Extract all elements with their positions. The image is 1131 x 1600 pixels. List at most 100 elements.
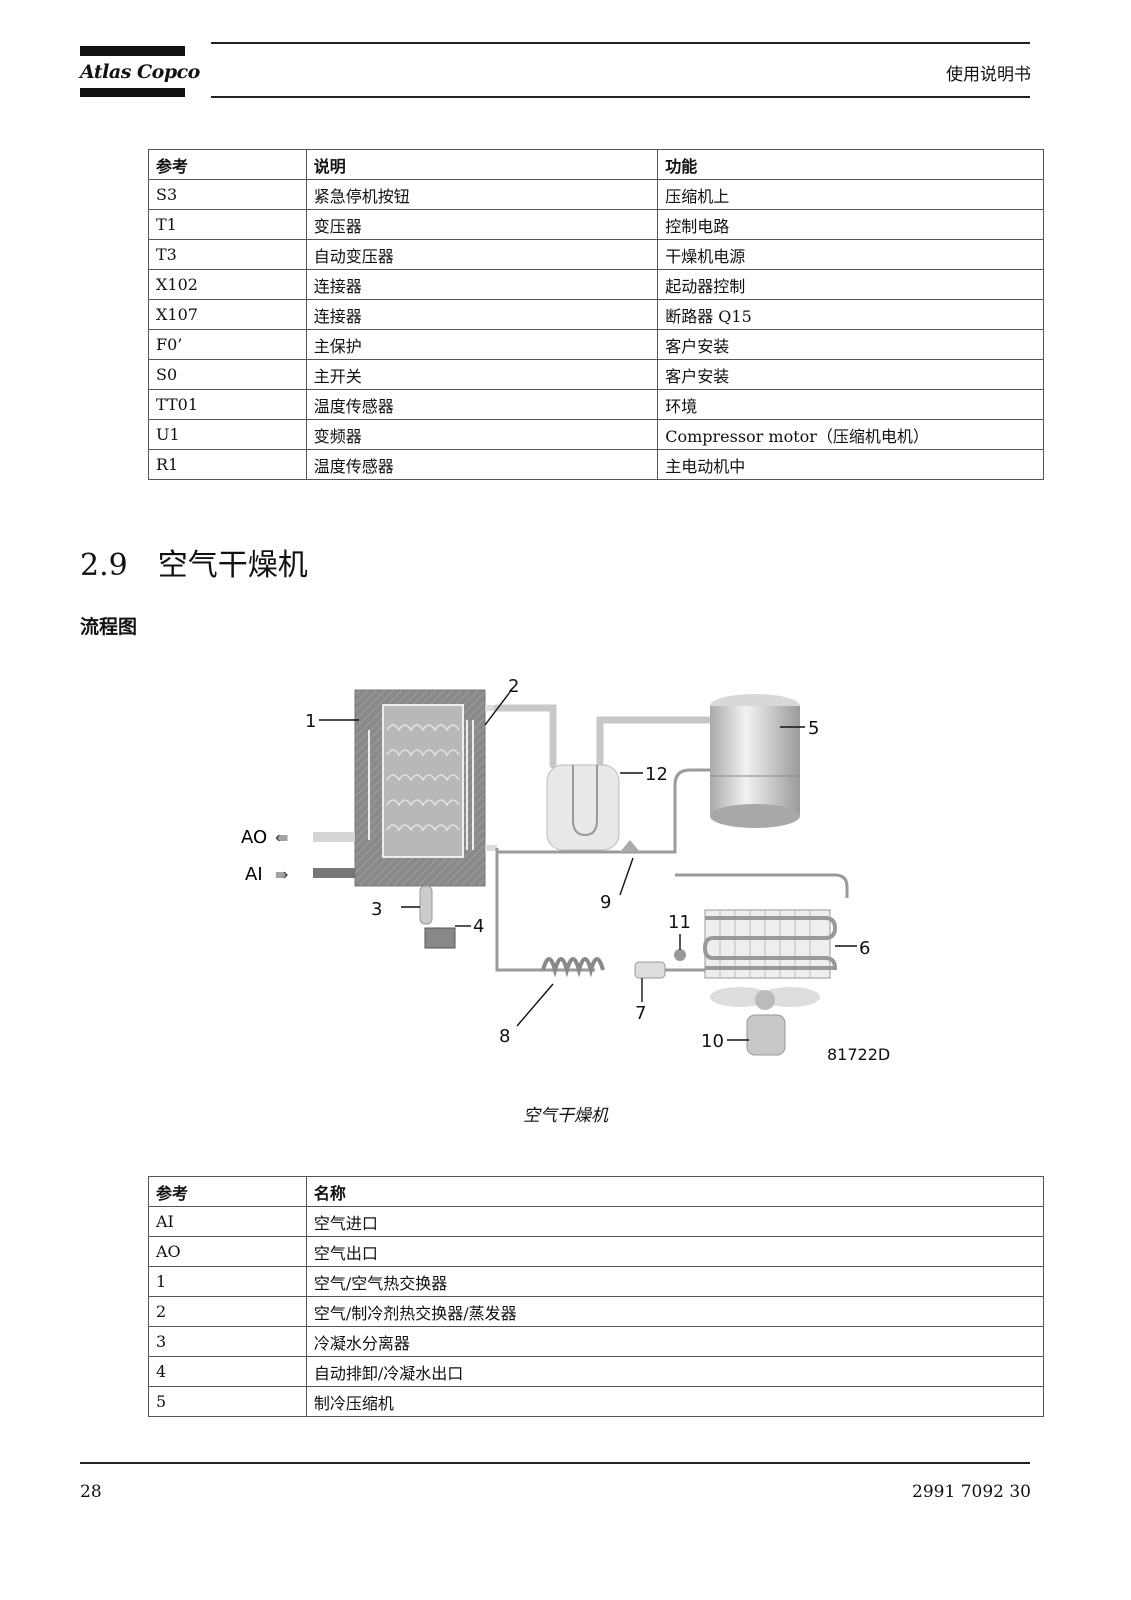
cell-function: 起动器控制 <box>657 269 1044 300</box>
cell-description: 紧急停机按钮 <box>305 179 659 210</box>
header-rule-bottom <box>211 96 1030 98</box>
label-12: 12 <box>645 764 668 785</box>
cell-ref: AO <box>148 1236 307 1267</box>
cell-description: 变压器 <box>305 209 659 240</box>
leader-lines <box>319 691 857 1041</box>
cell-ref: U1 <box>148 419 307 450</box>
table-row: F0’主保护客户安装 <box>148 329 1044 360</box>
cell-ref: R1 <box>148 449 307 480</box>
cell-name: 自动排卸/冷凝水出口 <box>305 1356 1045 1387</box>
cell-function: 客户安装 <box>657 359 1044 390</box>
capillary-tube-coil <box>541 957 605 978</box>
subheading-flowchart: 流程图 <box>80 616 138 638</box>
cell-description: 温度传感器 <box>305 449 659 480</box>
col-header-description: 说明 <box>305 149 659 180</box>
cell-description: 温度传感器 <box>305 389 659 420</box>
cell-ref: F0’ <box>148 329 307 360</box>
cell-description: 变频器 <box>305 419 659 450</box>
cell-description: 主保护 <box>305 329 659 360</box>
cell-description: 连接器 <box>305 299 659 330</box>
label-6: 6 <box>859 938 870 959</box>
figure-caption: 空气干燥机 <box>523 1106 608 1126</box>
cell-function: Compressor motor（压缩机电机） <box>657 419 1044 450</box>
arrow-ai-icon: ⇛ <box>275 865 288 884</box>
brand-name: Atlas Copco <box>80 61 200 83</box>
document-number: 2991 7092 30 <box>912 1482 1031 1502</box>
cell-ref: 2 <box>148 1296 307 1327</box>
fan-motor <box>746 1014 786 1056</box>
figure-code: 81722D <box>827 1045 890 1064</box>
section-number: 2.9 <box>80 548 128 583</box>
cell-ref: T3 <box>148 239 307 270</box>
label-11: 11 <box>668 912 691 933</box>
cell-description: 自动变压器 <box>305 239 659 270</box>
logo-bar-bottom <box>80 88 185 97</box>
label-5: 5 <box>808 718 819 739</box>
header-rule-top <box>211 42 1030 44</box>
label-8: 8 <box>499 1026 510 1047</box>
auto-drain <box>424 927 456 949</box>
arrow-ao-icon: ⇚ <box>275 828 288 847</box>
refrigerant-compressor <box>710 694 800 828</box>
cell-function: 环境 <box>657 389 1044 420</box>
label-9: 9 <box>600 892 611 913</box>
cell-ref: S3 <box>148 179 307 210</box>
cell-ref: AI <box>148 1206 307 1237</box>
table-header-row: 参考 说明 功能 <box>148 149 1044 180</box>
label-7: 7 <box>635 1003 646 1024</box>
table-header-row: 参考 名称 <box>148 1176 1045 1207</box>
cell-function: 干燥机电源 <box>657 239 1044 270</box>
condenser <box>702 909 838 979</box>
air-dryer-flow-diagram: AO ⇚ AI ⇛ <box>241 676 890 1064</box>
cell-ref: T1 <box>148 209 307 240</box>
cell-function: 客户安装 <box>657 329 1044 360</box>
section-title: 空气干燥机 <box>157 548 308 583</box>
cell-ref: TT01 <box>148 389 307 420</box>
cell-ref: S0 <box>148 359 307 390</box>
separator-vessel <box>546 764 620 851</box>
cell-description: 连接器 <box>305 269 659 300</box>
cell-name: 制冷压缩机 <box>305 1386 1045 1417</box>
cell-ref: 3 <box>148 1326 307 1357</box>
cell-name: 空气/制冷剂热交换器/蒸发器 <box>305 1296 1045 1327</box>
label-10: 10 <box>701 1031 724 1052</box>
col-header-ref: 参考 <box>148 149 307 180</box>
label-2: 2 <box>508 676 519 697</box>
cell-function: 控制电路 <box>657 209 1044 240</box>
cell-ref: X102 <box>148 269 307 300</box>
air-outlet-pipe <box>313 832 355 842</box>
cell-name: 空气/空气热交换器 <box>305 1266 1045 1297</box>
heat-exchanger <box>354 689 497 887</box>
page-number: 28 <box>80 1482 102 1502</box>
footer-rule <box>80 1462 1030 1464</box>
filter-drier <box>634 961 666 979</box>
col-header-name: 名称 <box>305 1176 1045 1207</box>
label-3: 3 <box>371 899 382 920</box>
logo-bar-top <box>80 46 185 56</box>
label-4: 4 <box>473 916 484 937</box>
cell-ref: 5 <box>148 1386 307 1417</box>
label-ai: AI <box>245 864 263 885</box>
section-heading: 2.9 空气干燥机 <box>80 540 308 584</box>
cell-name: 空气进口 <box>305 1206 1045 1237</box>
col-header-ref: 参考 <box>148 1176 307 1207</box>
pressure-switch <box>674 949 686 961</box>
label-ao: AO <box>241 827 267 848</box>
air-inlet-pipe <box>313 868 355 878</box>
label-1: 1 <box>305 711 316 732</box>
